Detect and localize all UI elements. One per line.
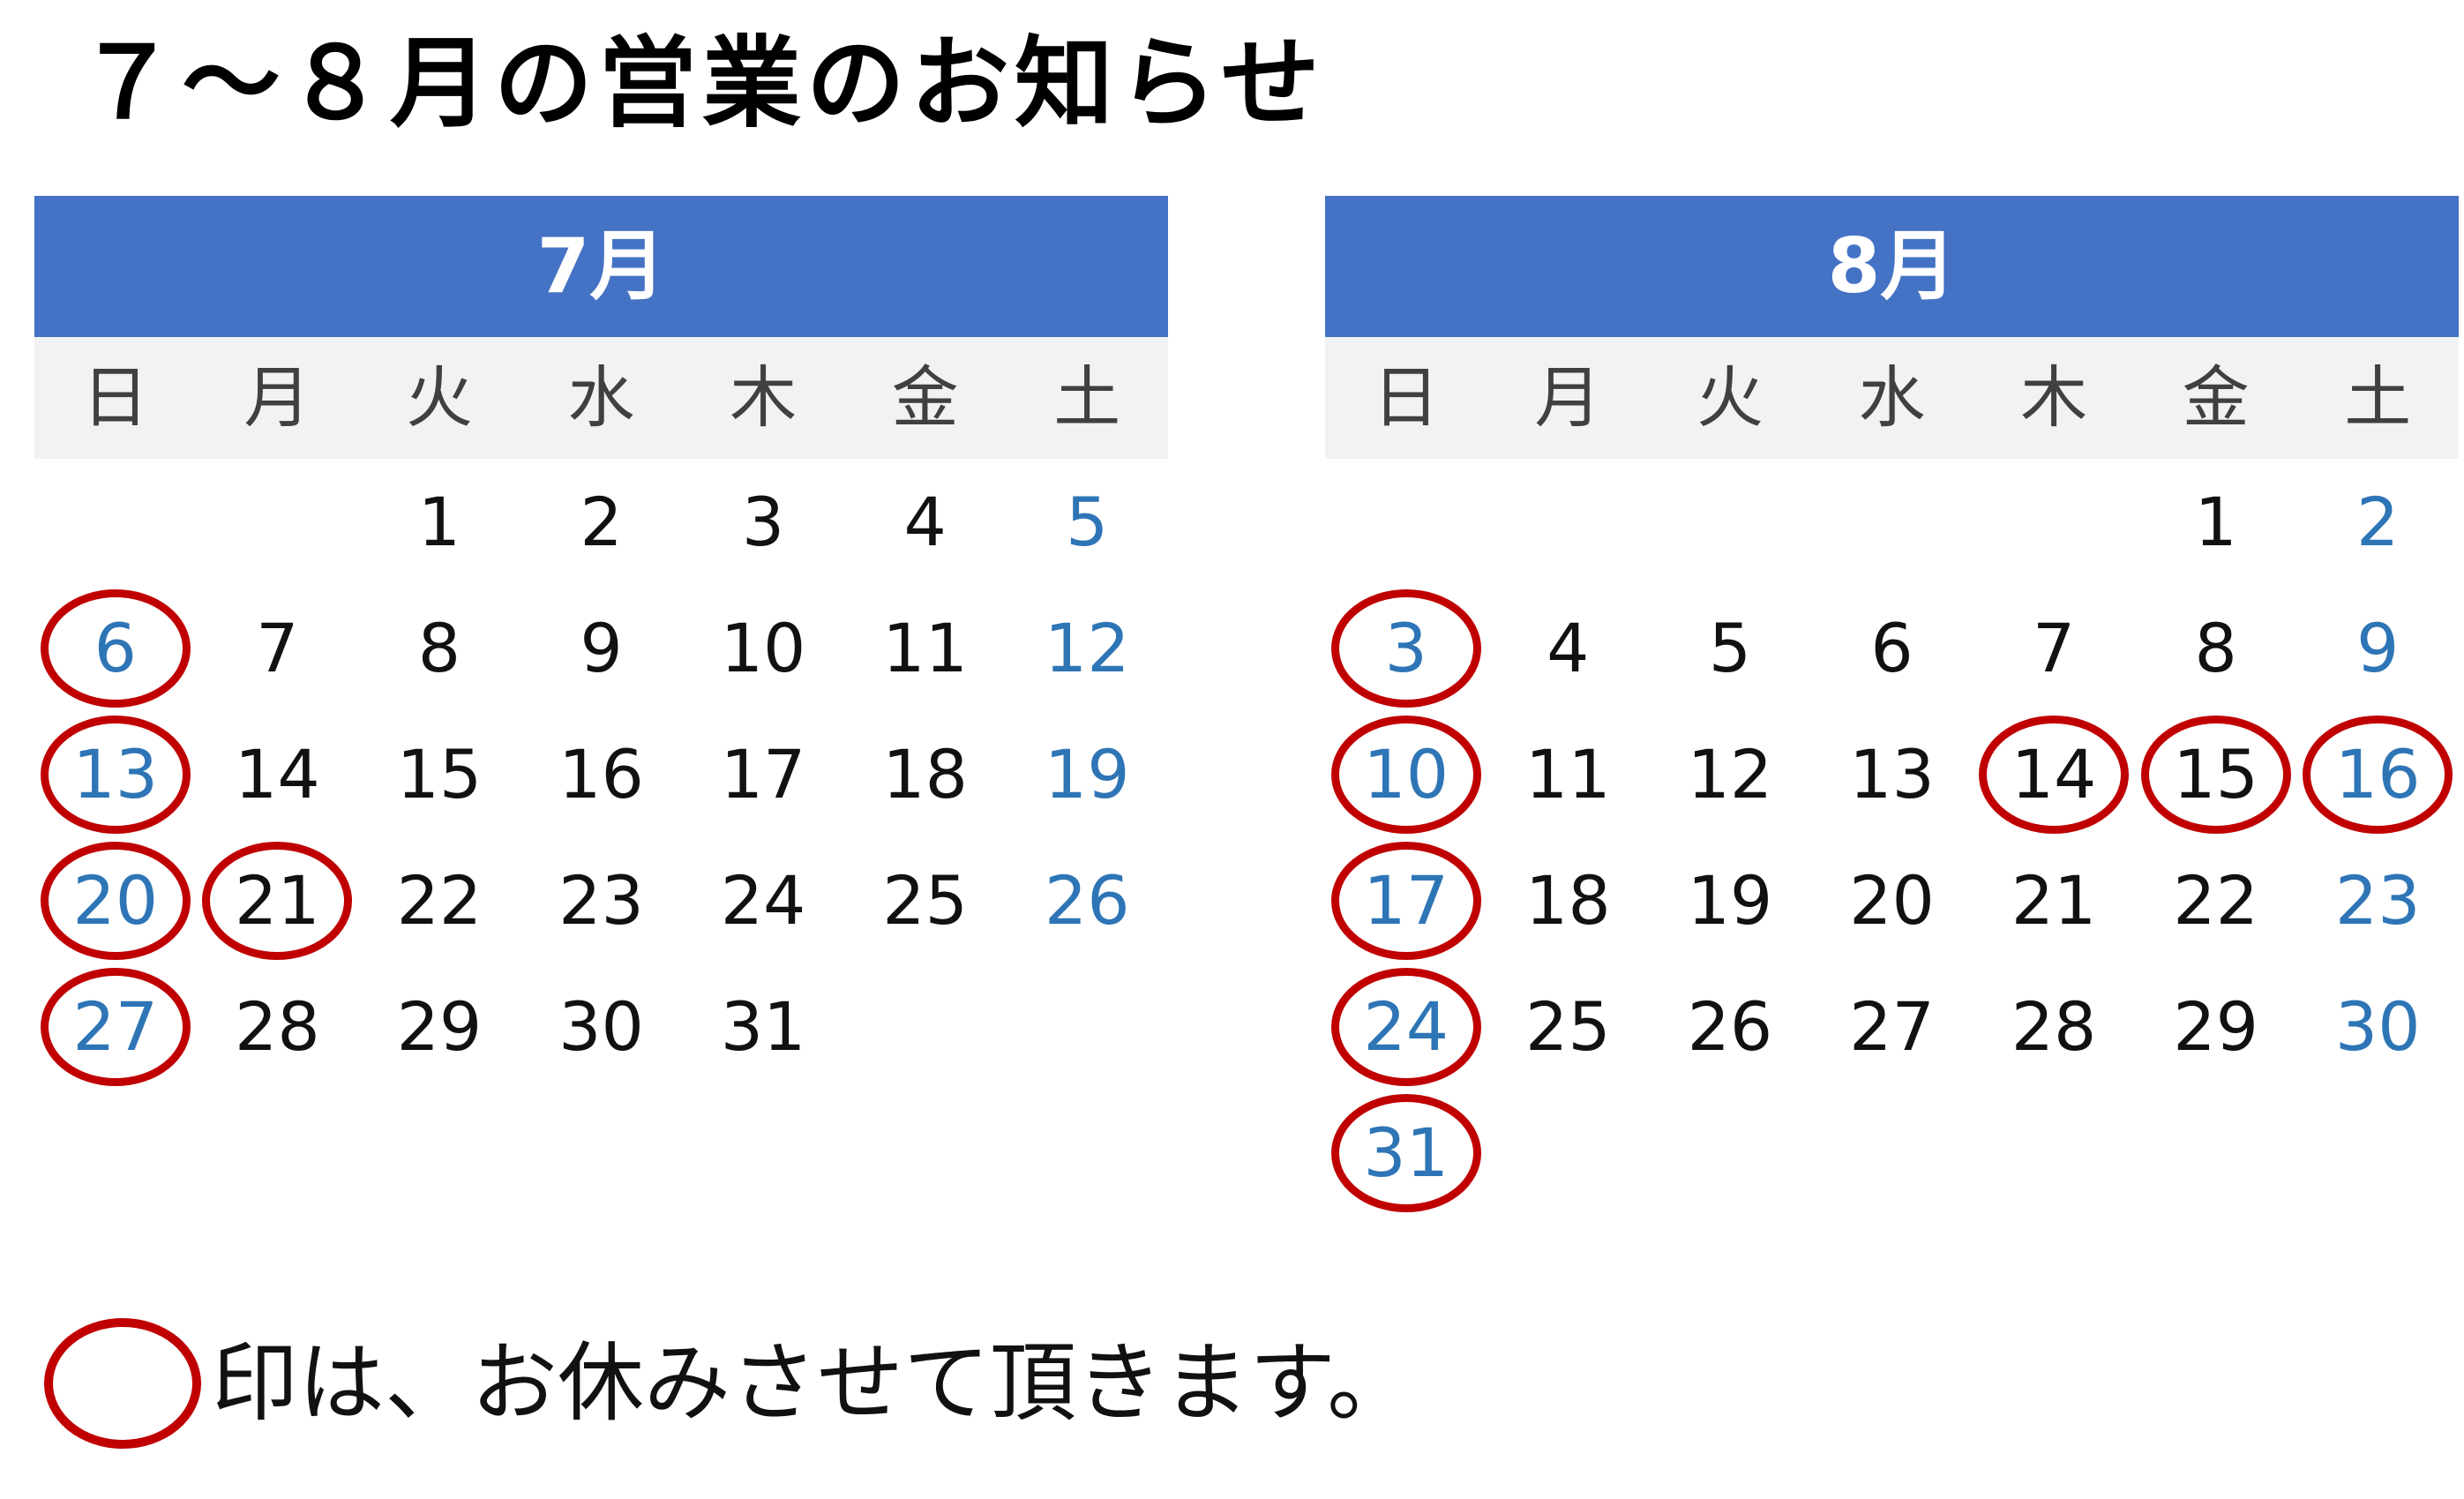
weekday-friday: 金: [2182, 358, 2250, 437]
closed-day-cell: 6: [34, 585, 197, 711]
day-cell: 8: [2194, 609, 2237, 687]
empty-day-cell: [34, 459, 197, 585]
day-cell: 25: [1524, 987, 1611, 1066]
day-cell: 30: [558, 987, 644, 1066]
closed-day-cell: 24: [1325, 963, 1487, 1090]
day-cell: 19: [1044, 735, 1130, 813]
weekday-wednesday: 水: [567, 358, 635, 437]
day-cell: 28: [234, 987, 320, 1066]
day-cell: 15: [396, 735, 483, 813]
day-cell: 1: [417, 483, 461, 561]
day-cell: 22: [396, 861, 483, 940]
closed-day-cell: 13: [34, 711, 197, 837]
day-cell: 7: [256, 609, 299, 687]
weekday-tuesday: 火: [405, 358, 473, 437]
closed-day-cell: 10: [1325, 711, 1487, 837]
day-cell: 14: [234, 735, 320, 813]
day-cell: 29: [396, 987, 483, 1066]
day-cell: 7: [2032, 609, 2076, 687]
holiday-circle-marker: [44, 1318, 201, 1449]
day-cell: 9: [580, 609, 623, 687]
day-cell: 25: [882, 861, 968, 940]
legend: 印は、お休みさせて頂きます。: [44, 1313, 1413, 1454]
day-cell: 5: [1066, 483, 1109, 561]
weekday-sunday: 日: [1372, 358, 1440, 437]
closed-day-cell: 14: [1973, 711, 2135, 837]
day-cell: 28: [2011, 987, 2097, 1066]
day-cell: 6: [1870, 609, 1914, 687]
day-cell: 3: [741, 483, 785, 561]
day-cell: 27: [1849, 987, 1935, 1066]
day-cell: 21: [2011, 861, 2097, 940]
day-cell: 23: [558, 861, 644, 940]
weekday-row: 日 月 火 水 木 金 土: [1325, 337, 2459, 459]
day-cell: 12: [1687, 735, 1773, 813]
day-cell: 17: [720, 735, 806, 813]
day-cell: 8: [417, 609, 461, 687]
day-cell: 9: [2356, 609, 2400, 687]
day-cell: 24: [720, 861, 806, 940]
day-cell: 4: [903, 483, 947, 561]
closed-day-cell: 20: [34, 837, 197, 963]
day-cell: 30: [2334, 987, 2421, 1066]
closed-day-cell: 27: [34, 963, 197, 1090]
day-cell: 23: [2334, 861, 2421, 940]
empty-day-cell: [1973, 459, 2135, 585]
day-cell: 13: [1849, 735, 1935, 813]
day-cell: 20: [1849, 861, 1935, 940]
empty-day-cell: [1649, 459, 1811, 585]
day-cell: 10: [720, 609, 806, 687]
weekday-row: 日 月 火 水 木 金 土: [34, 337, 1168, 459]
day-cell: 22: [2173, 861, 2258, 940]
legend-text: 印は、お休みさせて頂きます。: [212, 1333, 1414, 1434]
empty-day-cell: [1487, 459, 1650, 585]
day-cell: 2: [580, 483, 623, 561]
weekday-saturday: 土: [2344, 358, 2412, 437]
day-cell: 26: [1044, 861, 1130, 940]
day-cell: 16: [558, 735, 644, 813]
month-header: 8月: [1325, 196, 2459, 337]
weekday-sunday: 日: [81, 358, 149, 437]
closed-day-cell: 31: [1325, 1090, 1487, 1216]
weekday-monday: 月: [243, 358, 311, 437]
month-header: 7月: [34, 196, 1168, 337]
weekday-thursday: 木: [2020, 358, 2088, 437]
day-cell: 18: [1524, 861, 1611, 940]
page-title: ７～８月の営業のお知らせ: [78, 26, 1325, 141]
closed-day-cell: 16: [2296, 711, 2459, 837]
day-cell: 31: [720, 987, 806, 1066]
weekday-thursday: 木: [730, 358, 798, 437]
closed-day-cell: 3: [1325, 585, 1487, 711]
closed-day-cell: 21: [197, 837, 359, 963]
day-cell: 26: [1687, 987, 1773, 1066]
day-cell: 1: [2194, 483, 2237, 561]
weekday-saturday: 土: [1053, 358, 1121, 437]
day-cell: 4: [1547, 609, 1590, 687]
weekday-monday: 月: [1534, 358, 1602, 437]
day-cell: 11: [882, 609, 968, 687]
empty-day-cell: [1325, 459, 1487, 585]
day-cell: 12: [1044, 609, 1130, 687]
day-cell: 29: [2173, 987, 2258, 1066]
day-cell: 19: [1687, 861, 1773, 940]
day-cell: 5: [1708, 609, 1752, 687]
empty-day-cell: [1811, 459, 1973, 585]
weekday-friday: 金: [891, 358, 959, 437]
closed-day-cell: 15: [2135, 711, 2297, 837]
closed-day-cell: 17: [1325, 837, 1487, 963]
empty-day-cell: [197, 459, 359, 585]
day-cell: 2: [2356, 483, 2400, 561]
day-cell: 11: [1524, 735, 1611, 813]
weekday-tuesday: 火: [1696, 358, 1764, 437]
day-cell: 18: [882, 735, 968, 813]
weekday-wednesday: 水: [1858, 358, 1926, 437]
